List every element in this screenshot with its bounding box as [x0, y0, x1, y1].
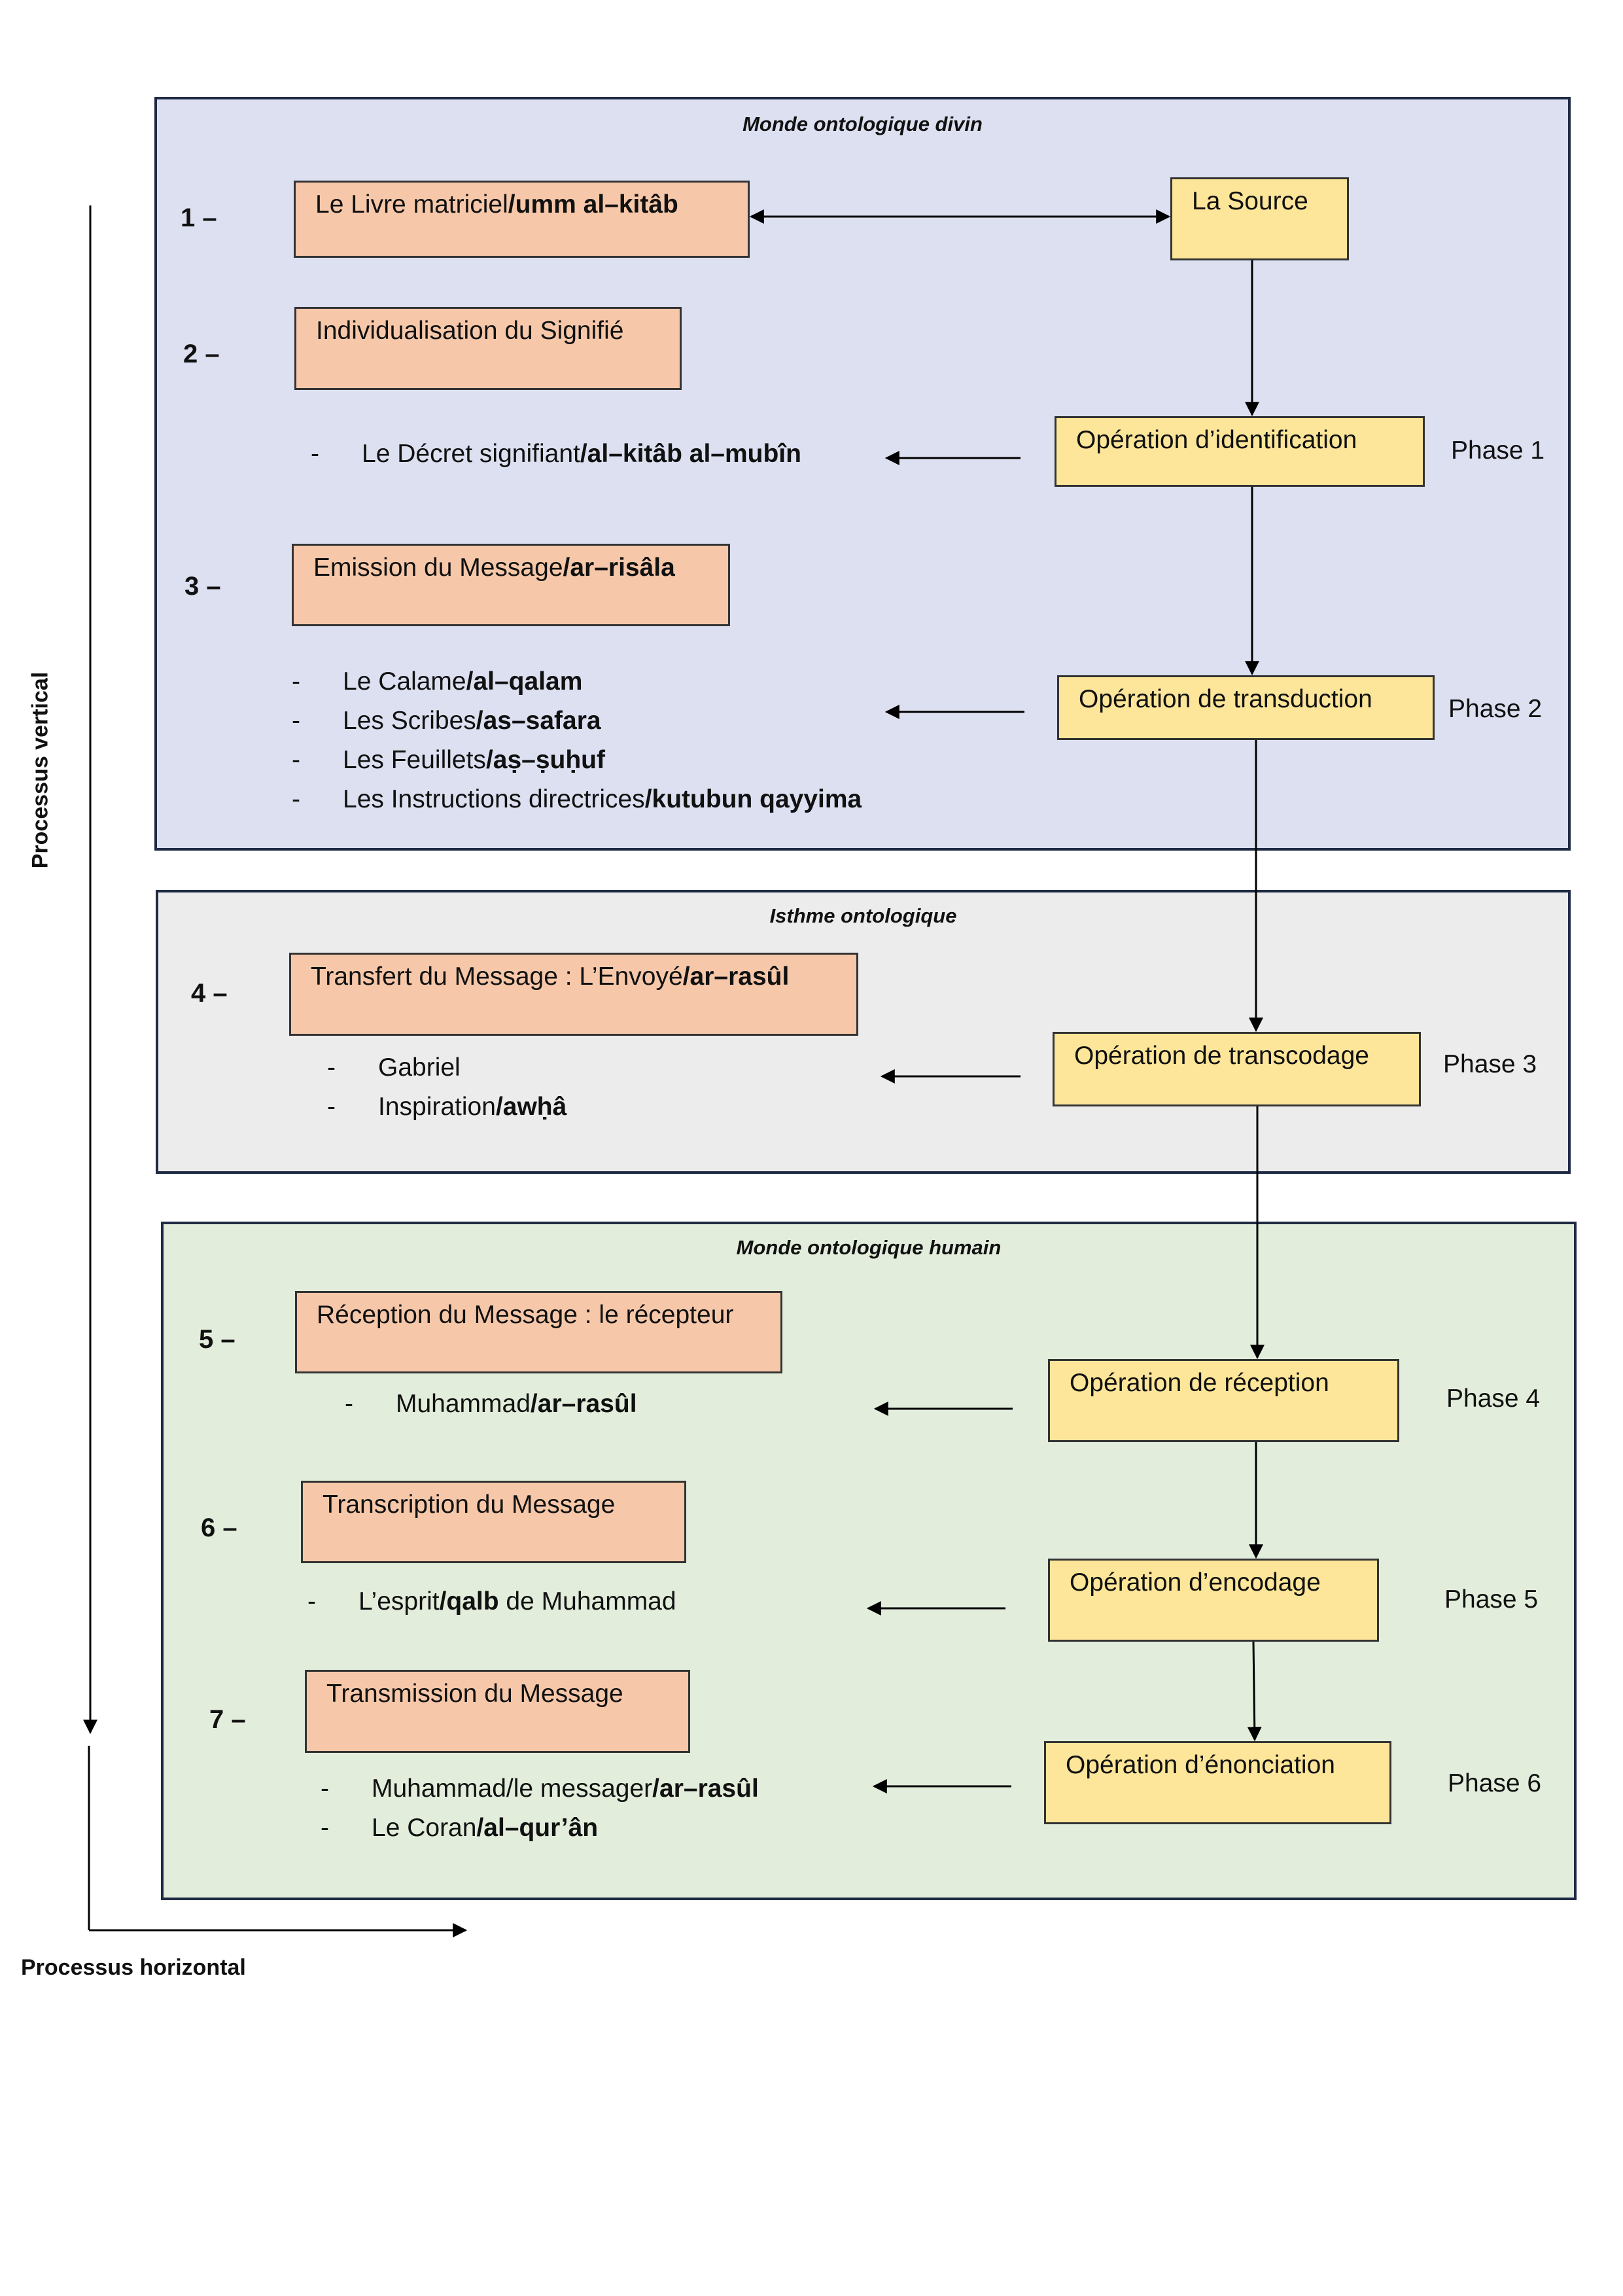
step-7-item-2: -Le Coran/al–qur’ân: [321, 1814, 599, 1842]
phase-2-label: Phase 2: [1448, 695, 1543, 723]
operation-1-box: Opération d’identification: [1055, 416, 1425, 487]
list-dash: -: [292, 746, 300, 774]
step-2-label: Individualisation du Signifié: [316, 317, 624, 345]
operation-6-box: Opération d’énonciation: [1044, 1741, 1391, 1824]
list-dash: -: [345, 1390, 353, 1418]
list-dash: -: [311, 440, 319, 468]
list-dash: -: [292, 785, 300, 813]
step-3-box: Emission du Message/ar–risâla: [292, 544, 730, 626]
step-7-number: 7 –: [209, 1705, 246, 1734]
list-dash: -: [327, 1053, 336, 1082]
step-6-label: Transcription du Message: [323, 1491, 616, 1519]
operation-6-label: Opération d’énonciation: [1066, 1751, 1335, 1779]
operation-3-label: Opération de transcodage: [1074, 1042, 1369, 1070]
source-label: La Source: [1192, 187, 1308, 215]
region-isthmus-title: Isthme ontologique: [769, 904, 957, 927]
step-5-box: Réception du Message : le récepteur: [295, 1291, 782, 1373]
step-2-number: 2 –: [183, 340, 220, 368]
list-dash: -: [292, 667, 300, 696]
step-2-item-1: -Le Décret signifiant/al–kitâb al–mubîn: [311, 440, 801, 468]
step-5-number: 5 –: [199, 1325, 236, 1354]
phase-3-label: Phase 3: [1443, 1050, 1537, 1078]
region-divine-title: Monde ontologique divin: [742, 113, 983, 135]
step-4-box: Transfert du Message : L’Envoyé/ar–rasûl: [289, 953, 858, 1036]
list-dash: -: [307, 1587, 316, 1616]
step-4-number: 4 –: [191, 979, 228, 1008]
step-5-item-1: -Muhammad/ar–rasûl: [345, 1390, 637, 1418]
step-3-label: Emission du Message: [313, 554, 563, 582]
step-3-arabic: /ar–risâla: [563, 554, 675, 582]
list-dash: -: [321, 1775, 329, 1803]
source-box: La Source: [1170, 177, 1349, 260]
step-5-label: Réception du Message : le récepteur: [317, 1301, 734, 1329]
step-3-number: 3 –: [184, 572, 221, 601]
operation-2-box: Opération de transduction: [1057, 675, 1435, 740]
step-1-arabic: /umm al–kitâb: [508, 190, 678, 219]
step-7-item-1: -Muhammad/le messager/ar–rasûl: [321, 1775, 759, 1803]
step-4-arabic: /ar–rasûl: [682, 963, 790, 991]
step-1-label: Le Livre matriciel: [315, 190, 508, 219]
operation-5-label: Opération d’encodage: [1070, 1568, 1321, 1597]
list-dash: -: [327, 1093, 336, 1121]
phase-1-label: Phase 1: [1451, 436, 1545, 465]
operation-4-label: Opération de réception: [1070, 1369, 1329, 1397]
operation-5-box: Opération d’encodage: [1048, 1559, 1379, 1642]
step-6-box: Transcription du Message: [301, 1481, 686, 1563]
step-3-item-2: -Les Scribes/as–safara: [292, 707, 601, 735]
step-7-label: Transmission du Message: [326, 1680, 623, 1708]
region-human-title: Monde ontologique humain: [736, 1236, 1002, 1259]
step-3-item-3: -Les Feuillets/aṣ–ṣuḥuf: [292, 746, 605, 774]
step-6-item-1: -L’esprit/qalb de Muhammad: [307, 1587, 676, 1616]
step-4-item-1: -Gabriel: [327, 1053, 461, 1082]
step-6-number: 6 –: [201, 1513, 237, 1542]
operation-1-label: Opération d’identification: [1076, 426, 1357, 454]
operation-4-box: Opération de réception: [1048, 1359, 1399, 1442]
horizontal-axis-label: Processus horizontal: [21, 1955, 246, 1980]
arrow-op5-to-op6: [1247, 1641, 1262, 1742]
phase-6-label: Phase 6: [1448, 1769, 1542, 1797]
phase-4-label: Phase 4: [1446, 1385, 1541, 1413]
step-1-box: Le Livre matriciel/umm al–kitâb: [294, 181, 750, 258]
step-3-item-4: -Les Instructions directrices/kutubun qa…: [292, 785, 862, 813]
list-dash: -: [292, 707, 300, 735]
list-dash: -: [321, 1814, 329, 1842]
step-3-item-1: -Le Calame/al–qalam: [292, 667, 583, 696]
step-2-box: Individualisation du Signifié: [294, 307, 682, 390]
step-4-label: Transfert du Message : L’Envoyé: [311, 963, 683, 991]
operation-2-label: Opération de transduction: [1079, 685, 1372, 713]
step-1-number: 1 –: [181, 203, 217, 232]
step-7-box: Transmission du Message: [305, 1670, 690, 1753]
step-4-item-2: -Inspiration/awḥâ: [327, 1093, 567, 1121]
phase-5-label: Phase 5: [1444, 1585, 1539, 1614]
operation-3-box: Opération de transcodage: [1053, 1032, 1421, 1106]
